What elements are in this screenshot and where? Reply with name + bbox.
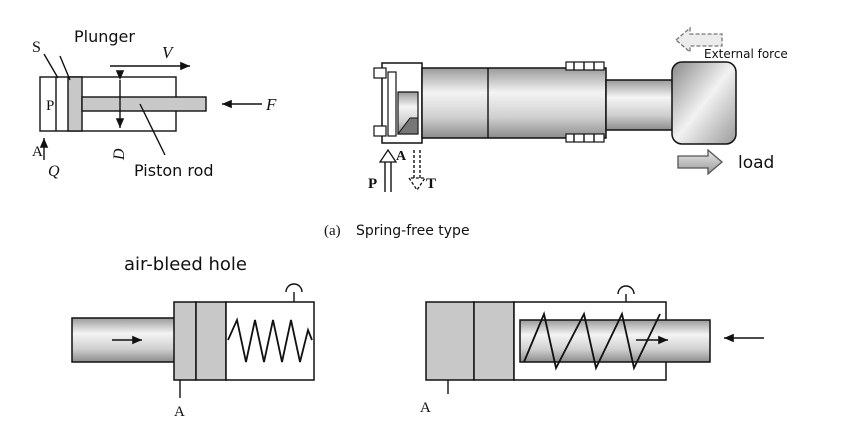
label-q: Q [48,163,60,180]
caption: (a) Spring-free type [324,223,470,239]
label-piston-rod: Piston rod [134,161,214,180]
label-a-bottom-right: A [420,400,431,416]
spring-right [523,311,661,371]
tank-return-arrow [407,150,427,192]
seal-top [565,61,605,71]
plunger [67,76,83,132]
label-a-mid: A [396,149,407,164]
load-arrow [677,148,723,176]
label-plunger: Plunger [74,27,135,46]
label-d: D [111,148,128,161]
bolt-top [373,67,387,79]
label-external-force: External force [704,47,788,61]
label-t-mid: T [426,176,436,192]
chamber-left [225,301,315,381]
label-load: load [738,153,774,173]
label-air-bleed-hole: air-bleed hole [124,254,247,275]
label-p-mid: P [368,176,377,192]
label-f: F [265,95,277,114]
cylinder-rod [605,79,679,131]
spring-cylinder-right: A [420,285,764,416]
load-block [671,61,737,145]
pressure-inlet-arrow [378,148,398,192]
external-force-arrow [675,26,723,54]
spring-left [227,317,313,363]
bolt-bottom [373,125,387,137]
rod-right [519,319,711,363]
piston-rod [81,96,207,112]
spring-cylinder-left: air-bleed hole A [71,254,315,420]
head-right [425,301,475,381]
seal-bottom [565,133,605,143]
label-p-left: P [46,98,54,114]
head-left [173,301,197,381]
label-s: S [32,39,41,56]
barrel [421,67,607,139]
piston-right [473,301,515,381]
piston-left [195,301,227,381]
label-a-bottom-left: A [174,404,185,420]
label-v: V [162,43,175,62]
realistic-cylinder-figure: External force load A P T [368,26,788,192]
caption-text: Spring-free type [356,223,470,239]
label-a-left: A [32,144,43,160]
plunger-cylinder-figure: S Plunger V P F D A Q Piston rod [32,27,277,180]
caption-letter: (a) [324,223,341,239]
